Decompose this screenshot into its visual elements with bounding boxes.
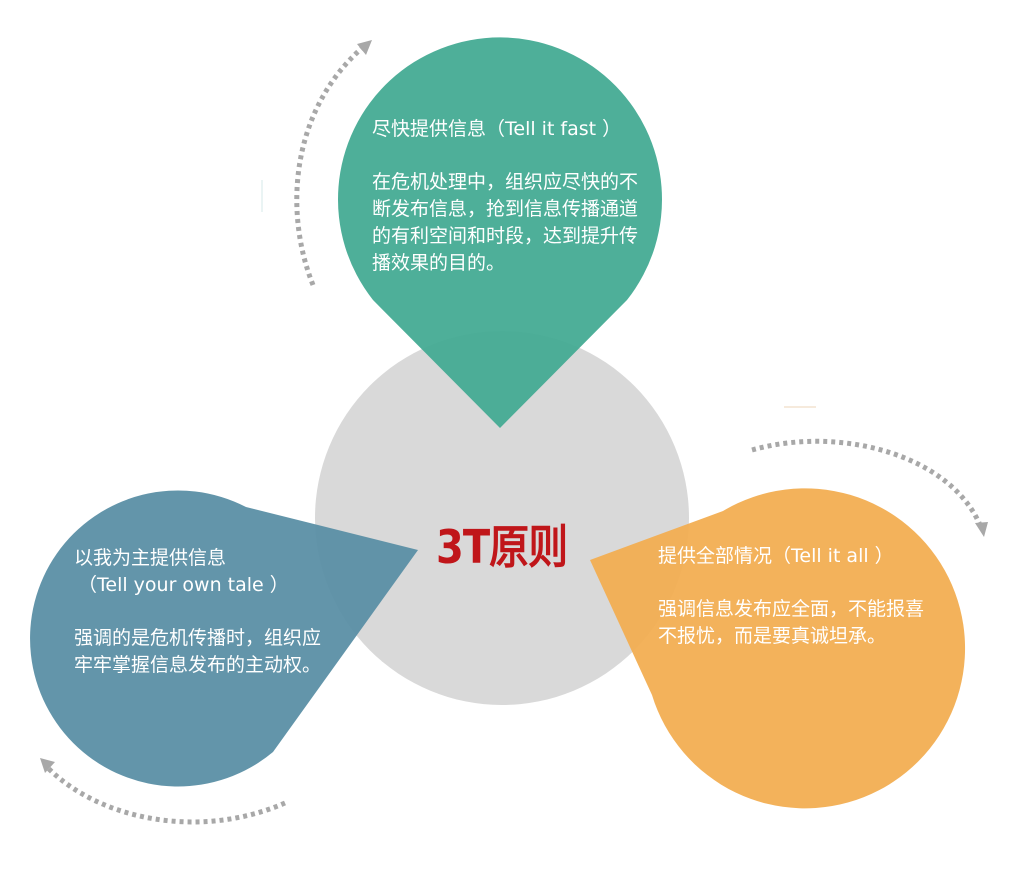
- arrowhead-right-icon: [975, 522, 988, 537]
- arrow-heads: [40, 40, 988, 773]
- teardrop-tell-it-fast: [338, 37, 663, 428]
- arrowhead-top-left-icon: [357, 40, 372, 55]
- arrowhead-bottom-left-icon: [40, 758, 55, 773]
- principle-body: 强调的是危机传播时，组织应牢牢掌握信息发布的主动权。: [74, 627, 322, 676]
- center-circle: [315, 331, 689, 705]
- principle-body: 在危机处理中，组织应尽快的不断发布信息，抢到信息传播通道的有利空间和时段，达到提…: [372, 171, 639, 274]
- teardrop-tell-your-own-tale: [30, 490, 419, 787]
- dotted-arrow-bottom-left: [46, 766, 286, 825]
- principle-title: 尽快提供信息（Tell it fast ）: [372, 118, 622, 140]
- principle-title-line2: （Tell your own tale ）: [78, 574, 289, 596]
- principle-title: 提供全部情况（Tell it all ）: [658, 545, 894, 567]
- center-title: 3T原则: [436, 521, 568, 575]
- principle-body: 强调信息发布应全面，不能报喜不报忧，而是要真诚坦承。: [658, 598, 925, 647]
- dotted-arrow-right: [751, 438, 983, 526]
- principle-title-line1: 以我为主提供信息: [74, 547, 227, 569]
- cycle-arrows: [46, 46, 983, 825]
- principle-tell-it-all: 提供全部情况（Tell it all ） 强调信息发布应全面，不能报喜不报忧，而…: [658, 543, 926, 650]
- principle-tell-your-own-tale: 以我为主提供信息 （Tell your own tale ） 强调的是危机传播时…: [74, 545, 324, 679]
- principle-tell-it-fast: 尽快提供信息（Tell it fast ） 在危机处理中，组织应尽快的不断发布信…: [372, 116, 644, 277]
- teardrop-tell-it-all: [590, 488, 966, 809]
